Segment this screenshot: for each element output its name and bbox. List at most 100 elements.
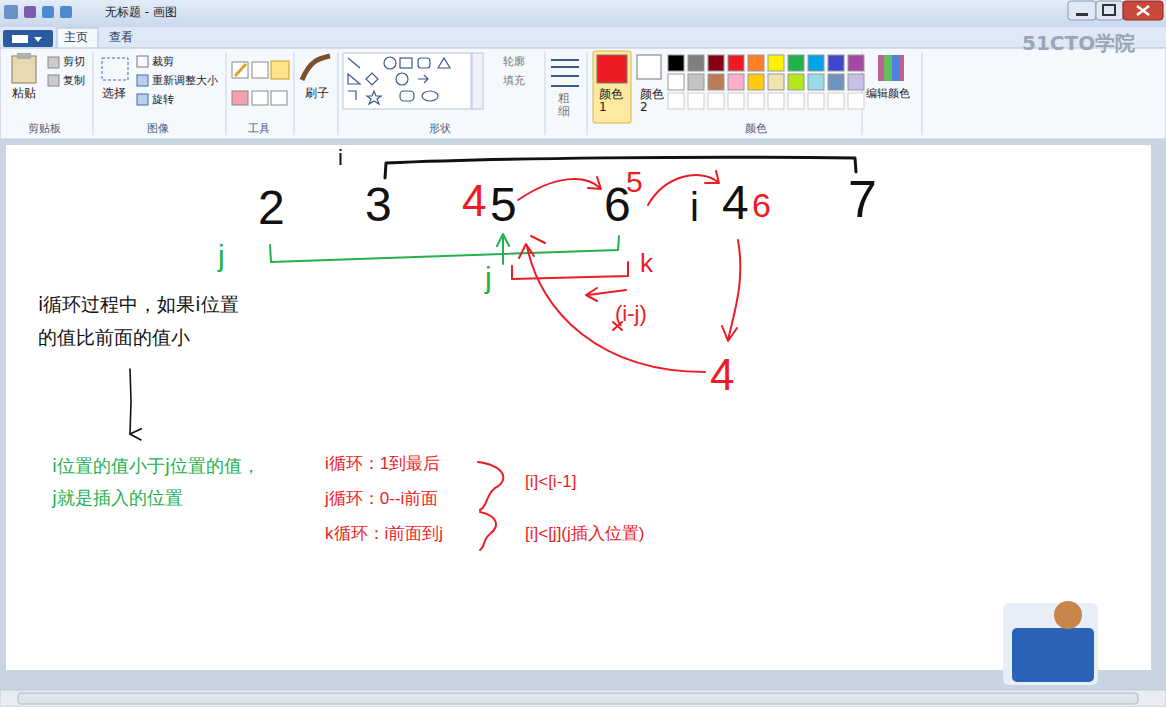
drawn-shape	[1103, 5, 1115, 15]
drawn-shape	[828, 93, 844, 109]
drawn-shape	[137, 75, 148, 86]
drawn-shape	[648, 171, 719, 205]
drawn-shape	[93, 52, 922, 135]
drawn-shape	[748, 74, 764, 90]
drawn-shape	[708, 55, 724, 71]
drawn-shape	[828, 55, 844, 71]
drawn-shape	[400, 58, 412, 68]
drawn-shape	[637, 55, 661, 79]
ribbon-button: 选择	[102, 87, 126, 100]
array-value: 6	[752, 188, 771, 224]
array-value: 5	[626, 166, 643, 198]
drawn-shape	[519, 244, 705, 372]
array-value: 4	[462, 178, 486, 224]
drawn-shape	[48, 75, 59, 86]
drawn-shape	[497, 234, 509, 264]
drawn-shape	[884, 55, 892, 81]
drawn-shape	[0, 27, 1166, 48]
ribbon-button: 编辑颜色	[866, 88, 910, 100]
index-letter: k	[640, 250, 653, 277]
drawn-shape	[48, 57, 59, 68]
drawn-shape	[302, 56, 330, 80]
ribbon-tabs	[0, 27, 1166, 49]
drawn-shape	[768, 55, 784, 71]
drawn-shape	[0, 0, 1166, 27]
drawn-shape	[60, 6, 72, 18]
drawn-shape	[348, 91, 381, 104]
drawn-shape	[348, 74, 360, 84]
drawn-shape	[232, 91, 248, 105]
note-text: i位置的值小于j位置的值，j就是插入的位置	[52, 450, 264, 513]
drawn-shape	[808, 55, 824, 71]
title-bar	[0, 0, 1166, 27]
drawn-shape	[848, 55, 864, 71]
drawn-shape	[478, 462, 503, 510]
drawn-shape	[348, 58, 360, 68]
drawn-shape	[348, 57, 450, 104]
drawn-shape	[668, 93, 684, 109]
flow-arrow	[130, 369, 131, 435]
ribbon-button: 剪切	[63, 56, 85, 68]
statement-note: i循环过程中，如果i位置的值比前面的值小	[36, 286, 252, 357]
drawn-shape	[668, 55, 864, 109]
drawn-shape	[1003, 603, 1098, 685]
drawn-shape	[57, 28, 98, 49]
drawn-shape	[252, 91, 268, 105]
drawn-shape	[688, 93, 704, 109]
drawn-shape	[418, 58, 430, 68]
drawn-shape	[1076, 13, 1088, 16]
array-value: 3	[365, 180, 392, 230]
ribbon-button: 裁剪	[152, 56, 174, 68]
ribbon-button: 填充	[503, 75, 525, 87]
index-letter: i	[338, 146, 343, 169]
drawn-shape	[808, 93, 824, 109]
drawn-shape	[768, 74, 784, 90]
shift-note: (i-j)	[615, 302, 647, 325]
watermark: 51CTO学院	[1022, 33, 1135, 54]
drawn-shape	[1012, 628, 1094, 682]
drawn-shape	[12, 56, 36, 83]
drawn-shape	[252, 62, 268, 78]
drawn-shape	[828, 74, 844, 90]
canvas-area	[0, 139, 1166, 707]
drawn-shape	[6, 145, 1151, 670]
hand-drawing	[270, 157, 856, 550]
drawn-shape	[24, 6, 36, 18]
ribbon-button: 旋转	[152, 94, 174, 106]
drawn-shape	[422, 91, 438, 101]
drawn-shape	[271, 91, 287, 105]
drawn-shape	[722, 240, 740, 341]
group-label: 剪贴板	[28, 123, 61, 135]
drawn-shape	[668, 74, 684, 90]
condition-note: [i]<[i-1]	[525, 473, 577, 491]
drawn-shape	[17, 53, 31, 59]
drawn-shape	[102, 58, 128, 80]
drawn-shape	[418, 75, 428, 83]
drawn-shape	[42, 6, 54, 18]
drawn-shape	[593, 51, 631, 123]
drawn-shape	[512, 262, 628, 279]
drawn-shape	[396, 73, 408, 85]
drawn-shape	[788, 74, 804, 90]
ribbon-button: 刷子	[305, 87, 329, 100]
drawn-shape	[34, 37, 42, 42]
conclusion-note: i位置的值小于j位置的值，j就是插入的位置	[50, 448, 266, 515]
group-label: 工具	[248, 123, 270, 135]
drawn-shape	[878, 55, 904, 81]
ribbon-button: 粗细	[558, 92, 572, 117]
ribbon-button: 颜色 2	[640, 88, 670, 113]
array-value: 2	[258, 183, 285, 233]
drawn-shape	[0, 690, 1166, 707]
drawn-shape	[0, 139, 1166, 690]
drawn-shape	[728, 93, 744, 109]
drawn-shape	[892, 55, 900, 81]
group-label: 形状	[429, 123, 451, 135]
drawn-shape	[472, 53, 483, 109]
group-label: 颜色	[745, 123, 767, 135]
group-label: 图像	[147, 123, 169, 135]
note-text: i循环过程中，如果i位置的值比前面的值小	[38, 288, 250, 355]
drawn-shape	[1068, 1, 1096, 20]
drawn-shape	[788, 93, 804, 109]
temp-value: 4	[710, 352, 734, 398]
